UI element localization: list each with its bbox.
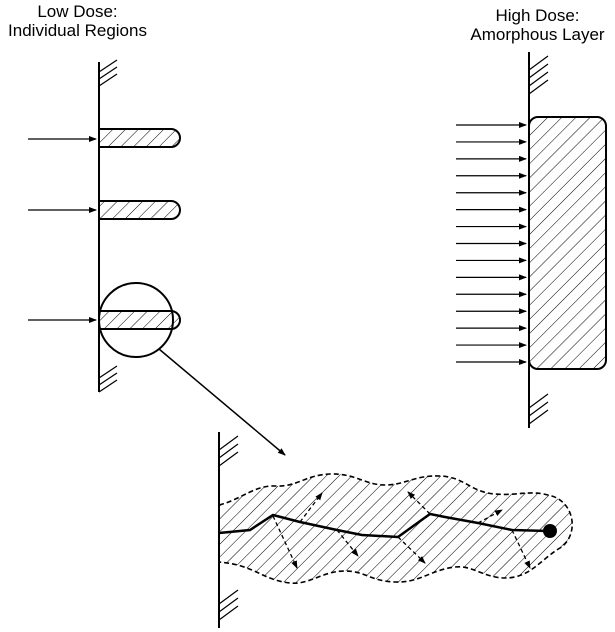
- low-dose-surface-hatch-bottom: [99, 366, 117, 392]
- low-dose-ion-arrows: [28, 139, 96, 320]
- zoom-surface-hatch-bottom: [219, 590, 238, 620]
- stopped-ion-dot: [543, 524, 557, 538]
- high-dose-surface-hatch-top: [529, 56, 548, 94]
- low-dose-region-1: [99, 129, 180, 147]
- zoom-pointer-arrow: [159, 349, 285, 455]
- high-dose-surface-hatch-bottom: [529, 394, 548, 424]
- zoom-detail-panel: [219, 432, 572, 628]
- high-dose-panel: [456, 52, 606, 428]
- amorphous-layer: [529, 117, 606, 369]
- zoom-surface-hatch-top: [219, 436, 238, 466]
- low-dose-region-2: [99, 201, 180, 219]
- low-dose-panel: [28, 60, 285, 455]
- damage-cascade-region: [219, 474, 572, 583]
- low-dose-surface-hatch-top: [99, 60, 117, 86]
- high-dose-ion-arrows: [456, 125, 526, 362]
- low-dose-region-3: [99, 311, 180, 329]
